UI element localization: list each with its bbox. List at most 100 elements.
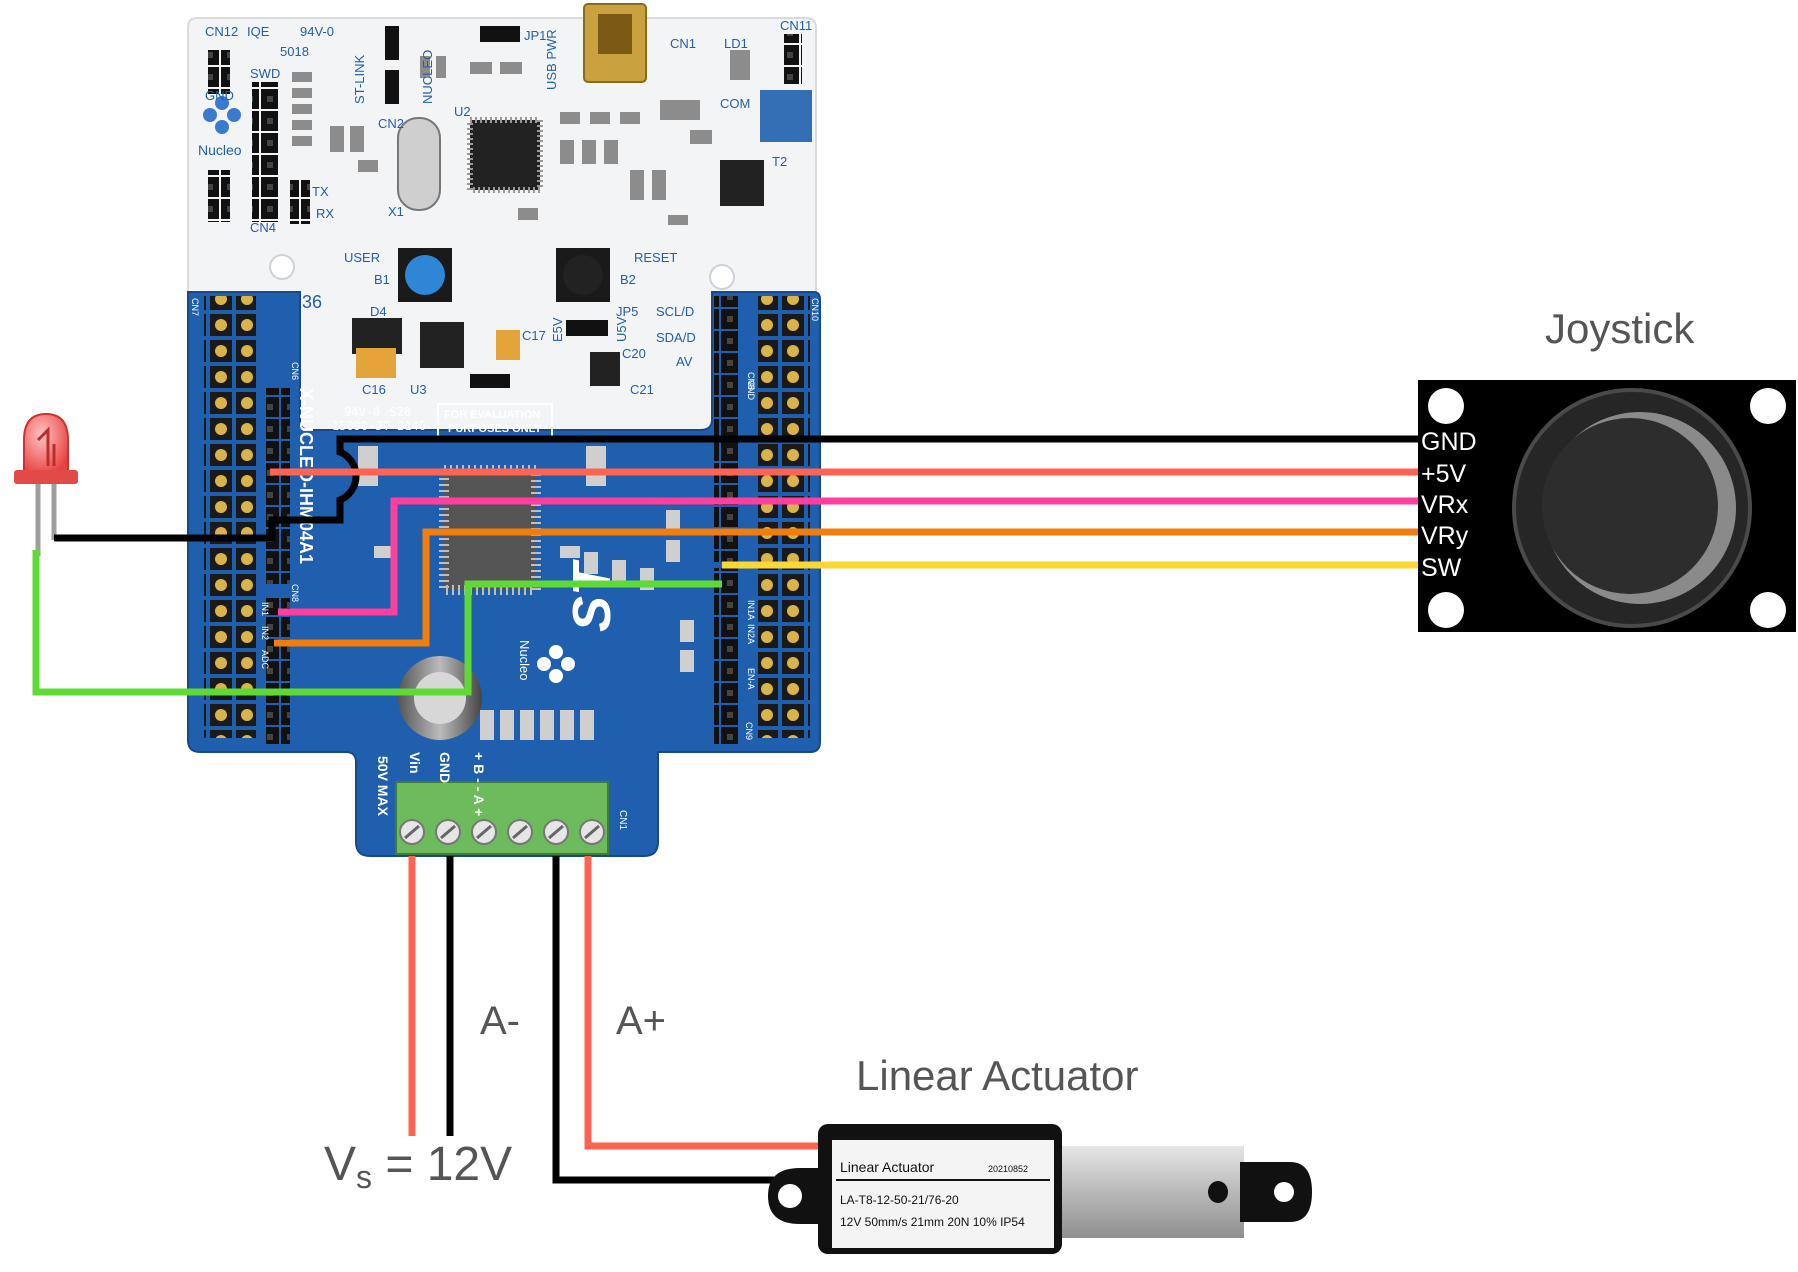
silk-t2: T2 [772,154,787,169]
wires [32,435,1418,1184]
silk-date: 5018 [280,44,309,59]
stlink-mcu [467,117,543,193]
supply-sub: s [356,1159,372,1195]
silk-adc: ADC [260,650,270,670]
silk-shield-line2: 15090-JT-2146 [332,419,426,433]
silk-c21: C21 [630,382,654,397]
a-plus-label: A+ [616,999,666,1043]
cn6-header [266,388,290,584]
silk-u3: U3 [410,382,427,397]
silk-reset: RESET [634,250,677,265]
joystick-knob[interactable] [1542,418,1718,594]
terminal-screw-slot [404,824,420,840]
joystick-pin-vry: VRy [1421,522,1469,550]
led-dome [23,412,69,475]
silk-e5v: E5V [550,317,565,342]
cn11-header [784,34,802,84]
silk-vin: Vin [407,752,423,774]
silk-gnd-r: GND [746,380,756,401]
silk-gnd: GND [437,752,453,783]
wire-gnd [54,435,1418,542]
silk-cn5: CN5 [746,372,756,390]
joystick-pin-gnd: GND [1421,428,1477,456]
silk-av: AV [676,354,693,369]
c17-capacitor [496,330,520,360]
nucleo-logo-icon [537,645,575,683]
actuator-label [832,1140,1054,1248]
motor-driver-shield: ST X-NUCLEO-IHM04A1 94V-0 ⁄S20 15090-JT-… [187,291,821,857]
silk-c16: C16 [362,382,386,397]
joystick-module [1418,380,1796,632]
cn4-header [208,170,230,222]
wire-led [32,550,722,696]
wire-vrx [278,497,1418,616]
wire-a-plus [584,856,820,1150]
actuator-title: Linear Actuator [856,1052,1139,1099]
terminal-screws[interactable] [399,819,605,845]
silk-d4: D4 [370,304,387,319]
silk-c17: C17 [522,328,546,343]
terminal-screw-slot [476,824,492,840]
joystick-title: Joystick [1545,305,1695,352]
joystick-pin-sw: SW [1421,554,1462,582]
nucleo-logo-icon [203,96,241,134]
jp5-jumper [566,320,608,336]
silk-eval1: FOR EVALUATION [444,409,540,421]
silk-tx: TX [312,184,329,199]
supply-v: V [324,1138,356,1191]
silk-b2: B2 [620,272,636,287]
terminal-screw-slot [548,824,564,840]
silk-in1a: IN1A [746,600,756,620]
silk-cn11: CN11 [780,18,812,33]
silk-u2: U2 [454,104,471,119]
u-chip [590,352,620,386]
silk-cn12: CN12 [205,24,238,39]
silk-u5v: U5V [614,316,629,342]
terminal-screw-slot [512,824,528,840]
linear-actuator: Linear Actuator 20210852 LA-T8-12-50-21/… [768,1124,1312,1254]
silk-shield-line1: 94V-0 ⁄S20 [344,405,411,419]
joystick-pin-vrx: VRx [1421,491,1469,519]
led [14,412,78,556]
silk-cn7: CN7 [190,298,200,316]
silk-cn1: CN1 [670,36,696,51]
txrx-header [290,180,310,224]
jp1-jumper [480,26,520,42]
actuator-rear-hole [778,1184,802,1208]
reset-button[interactable] [556,248,610,302]
silk-cn1: CN1 [617,810,628,830]
terminal-block[interactable] [395,781,609,855]
silk-terminals: + B - - A + [471,752,487,816]
silk-nucleo: Nucleo [517,640,532,680]
silk-swd: SWD [250,66,280,81]
silk-jp5: JP5 [616,304,638,319]
silk-cn8: CN8 [290,584,300,602]
silk-user: USER [344,250,380,265]
actuator-rod-screw [1208,1181,1228,1203]
silk-sda: SDA/D [656,330,696,345]
joystick-pin-labels: GND +5V VRx VRy SW [1421,428,1477,582]
silk-in1: IN1 [260,602,270,616]
silk-shield-name: X-NUCLEO-IHM04A1 [296,388,316,564]
nucleo-components [292,50,750,225]
actuator-brand: Linear Actuator [840,1159,935,1175]
joystick-mount-hole [1428,592,1464,628]
actuator-clevis-hole [1274,1182,1294,1202]
joystick-mount-hole [1428,388,1464,424]
actuator-model: LA-T8-12-50-21/76-20 [840,1193,959,1207]
cn9-header [714,568,738,744]
terminal-screw-slot [440,824,456,840]
st-link-jumper [385,70,399,104]
svg-text:ST: ST [562,559,622,632]
led-anvil [36,426,56,466]
silk-scl: SCL/D [656,304,694,319]
supply-value: = 12V [372,1138,512,1191]
silk-cert: IQE [247,24,270,39]
cn10-pins [758,296,810,738]
led-rim [14,470,78,484]
user-button[interactable] [398,248,452,302]
silk-nucleo: NUCLEO [420,50,435,104]
st-logo-icon: ST [562,559,622,632]
silk-gnd: GND [205,88,234,103]
